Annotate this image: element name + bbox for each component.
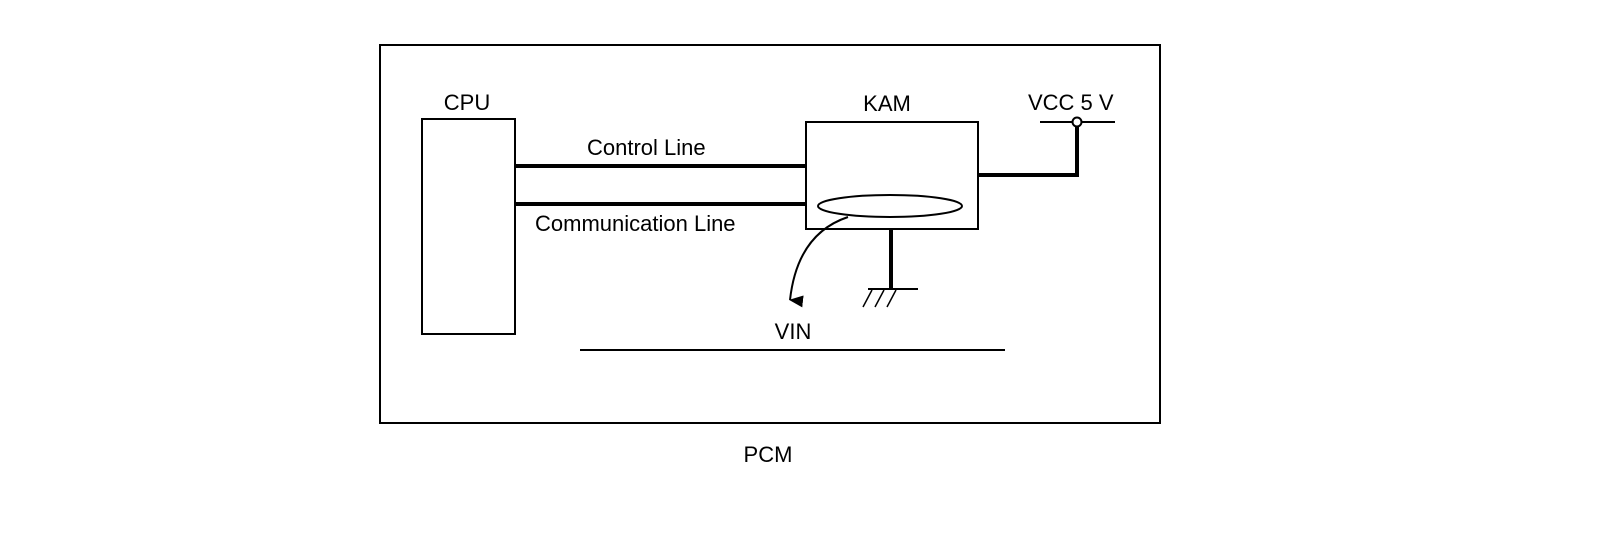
cpu-label: CPU [444, 90, 490, 115]
pcm-label: PCM [744, 442, 793, 467]
vcc-terminal [1071, 116, 1083, 128]
pcm-enclosure [379, 44, 1161, 424]
communication-line-label: Communication Line [535, 211, 736, 236]
ground-symbol [862, 229, 918, 308]
vin-arrow [789, 216, 849, 308]
stored-data-ellipse [817, 194, 963, 218]
control-line-label: Control Line [587, 135, 706, 160]
vin-label: VIN [775, 319, 812, 344]
cpu-block [421, 118, 516, 335]
kam-label: KAM [863, 91, 911, 116]
vcc-supply-wire [978, 123, 1079, 177]
vcc-label: VCC 5 V [1028, 90, 1114, 115]
